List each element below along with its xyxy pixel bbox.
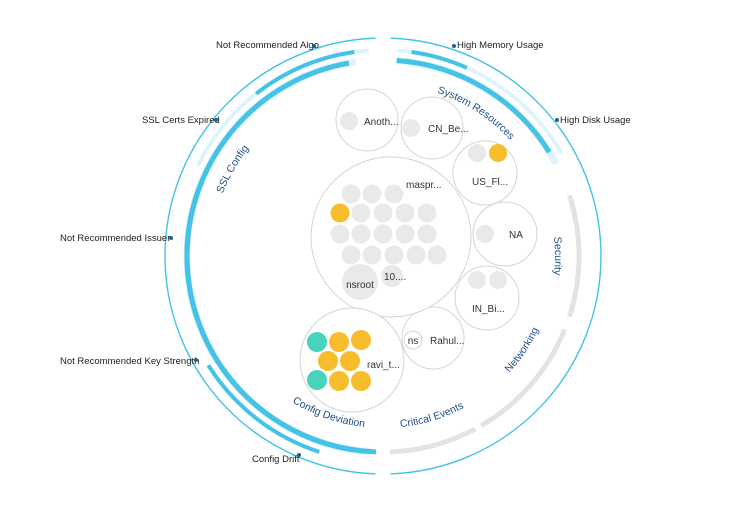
marker-dot-icon <box>312 44 316 48</box>
bubble-dot[interactable] <box>384 184 404 204</box>
bubble-dot[interactable] <box>395 203 415 223</box>
bubble-label: US_Fl... <box>472 177 508 188</box>
bubble-dot[interactable] <box>427 245 447 265</box>
bubble-dot[interactable] <box>351 224 371 244</box>
marker-dot-icon <box>194 358 198 362</box>
bubble-dot[interactable] <box>417 224 437 244</box>
marker-dot-icon <box>214 118 218 122</box>
key-strength-arc <box>206 364 320 454</box>
bubble-dot[interactable] <box>468 144 486 162</box>
high-memory-arc <box>411 50 468 70</box>
bubble-dot[interactable] <box>373 203 393 223</box>
segment-system-resources <box>396 57 552 154</box>
bubble-dot[interactable] <box>318 351 338 371</box>
bubble-dot[interactable] <box>373 224 393 244</box>
bubble-label: Anoth... <box>364 117 398 128</box>
outer-ring-right <box>390 37 602 475</box>
bubble-dot[interactable] <box>402 119 420 137</box>
not-recommended-algo-arc <box>254 50 355 96</box>
bubble-label: 10.... <box>384 272 406 283</box>
bubble-label: ns <box>408 336 419 347</box>
bubble-dot[interactable] <box>351 203 371 223</box>
bubble-dot-nsroot[interactable] <box>342 264 378 300</box>
bubble-dot[interactable] <box>307 370 327 390</box>
marker-dot-icon <box>297 453 301 457</box>
bubble-dot[interactable] <box>330 203 350 223</box>
segment-label: Critical Events <box>399 400 465 431</box>
segment-config-deviation <box>277 420 377 455</box>
segment-security <box>567 194 582 318</box>
bubble-dot[interactable] <box>341 245 361 265</box>
bubble-group[interactable] <box>400 96 464 160</box>
bubble-dot[interactable] <box>468 271 486 289</box>
bubble-dot[interactable] <box>362 184 382 204</box>
bubble-label: NA <box>509 230 523 241</box>
issue-label[interactable]: Not Recommended Issuer <box>60 233 171 244</box>
bubble-label: IN_Bi... <box>472 304 505 315</box>
bubble-dot[interactable] <box>330 224 350 244</box>
marker-dot-icon <box>452 44 456 48</box>
issue-label[interactable]: Not Recommended Key Strength <box>60 356 200 367</box>
bubble-dot[interactable] <box>384 245 404 265</box>
bubble-dot[interactable] <box>329 371 349 391</box>
issue-label[interactable]: High Memory Usage <box>457 40 544 51</box>
segment-label: Security <box>551 236 564 276</box>
issue-label[interactable]: Not Recommended Algo <box>216 40 319 51</box>
marker-dot-icon <box>555 118 559 122</box>
bubble-group[interactable] <box>454 265 520 331</box>
segment-label: Networking <box>503 325 542 375</box>
marker-dot-icon <box>169 236 173 240</box>
bubble-dot[interactable] <box>381 265 403 287</box>
bubble-label: maspr... <box>406 180 442 191</box>
bubble-label: CN_Be... <box>428 124 469 135</box>
outer-ring-left <box>164 37 376 475</box>
segment-critical-events <box>389 426 477 455</box>
bubble-dot[interactable] <box>340 351 360 371</box>
bubble-group[interactable] <box>401 306 465 370</box>
bubble-dot[interactable] <box>351 330 371 350</box>
bubble-dot[interactable] <box>351 371 371 391</box>
bubble-dot[interactable] <box>403 330 423 350</box>
bubble-dot[interactable] <box>307 332 327 352</box>
bubble-dot[interactable] <box>362 245 382 265</box>
bubble-dot[interactable] <box>395 224 415 244</box>
bubble-dot[interactable] <box>489 144 507 162</box>
bubble-dot[interactable] <box>476 225 494 243</box>
bubble-group[interactable] <box>472 201 538 267</box>
bubble-label: ravi_t... <box>367 360 400 371</box>
bubble-group[interactable] <box>335 88 399 152</box>
bubble-dot[interactable] <box>417 203 437 223</box>
bubble-label: Rahul... <box>430 336 464 347</box>
bubble-dot[interactable] <box>406 245 426 265</box>
bubble-dot[interactable] <box>341 184 361 204</box>
bubble-dot[interactable] <box>340 112 358 130</box>
issue-label[interactable]: SSL Certs Expired <box>142 115 220 126</box>
issue-label[interactable]: High Disk Usage <box>560 115 631 126</box>
issue-label[interactable]: Config Drift <box>252 454 300 465</box>
segment-networking <box>479 328 568 428</box>
bubble-dot[interactable] <box>329 332 349 352</box>
bubble-dot[interactable] <box>489 271 507 289</box>
bubble-label: nsroot <box>346 280 374 291</box>
